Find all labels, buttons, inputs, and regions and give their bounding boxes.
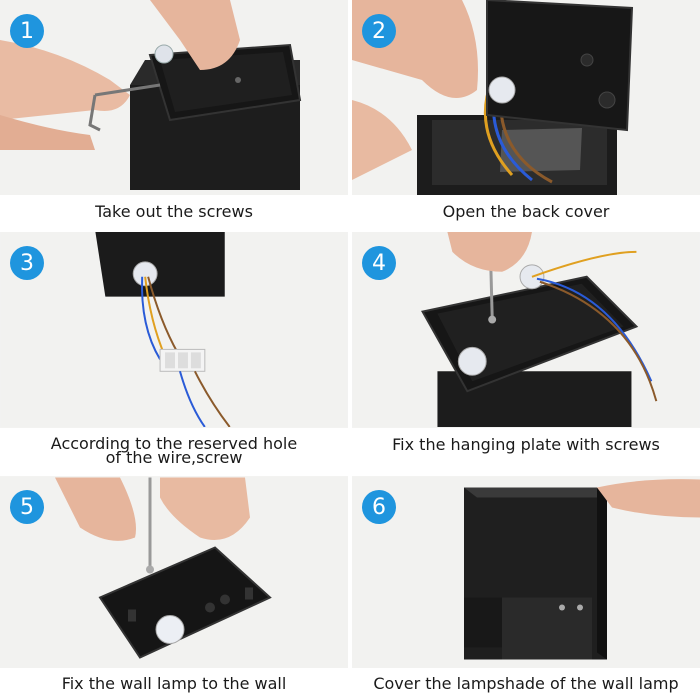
step-1-photo bbox=[0, 0, 348, 195]
step-3-panel: 3 According to the reserved hole of the … bbox=[0, 232, 348, 472]
step-1-panel: 1 Take out the screws bbox=[0, 0, 348, 230]
step-caption: According to the reserved hole of the wi… bbox=[0, 435, 348, 467]
step-2-illustration bbox=[352, 0, 700, 195]
step-caption: Fix the hanging plate with screws bbox=[392, 435, 660, 454]
step-number-badge: 6 bbox=[362, 490, 396, 524]
step-caption: Open the back cover bbox=[442, 202, 610, 221]
step-4-photo bbox=[352, 232, 700, 428]
step-caption: Take out the screws bbox=[95, 202, 253, 221]
step-5-photo bbox=[0, 476, 348, 668]
step-number-badge: 3 bbox=[10, 246, 44, 280]
step-number-badge: 4 bbox=[362, 246, 396, 280]
step-4-illustration bbox=[352, 232, 700, 427]
step-3-photo bbox=[0, 232, 348, 428]
step-caption-line-1: According to the reserved hole bbox=[50, 434, 298, 453]
step-number-badge: 5 bbox=[10, 490, 44, 524]
step-6-panel: 6 Cover the lampshade of the wall lamp bbox=[352, 476, 700, 700]
step-5-panel: 5 Fix the wall lamp to the wall bbox=[0, 476, 348, 700]
step-6-illustration bbox=[352, 477, 700, 668]
step-caption-line-2: of the wire,screw bbox=[105, 448, 243, 467]
step-caption: Cover the lampshade of the wall lamp bbox=[373, 674, 679, 693]
step-caption: Fix the wall lamp to the wall bbox=[61, 674, 287, 693]
step-number-badge: 1 bbox=[10, 14, 44, 48]
step-number-badge: 2 bbox=[362, 14, 396, 48]
step-2-photo bbox=[352, 0, 700, 195]
step-4-panel: 4 Fix the hanging plate with screws bbox=[352, 232, 700, 472]
step-2-panel: 2 Open the back cover bbox=[352, 0, 700, 230]
step-6-photo bbox=[352, 476, 700, 668]
step-5-illustration bbox=[0, 477, 348, 668]
step-3-illustration bbox=[0, 232, 348, 427]
step-1-illustration bbox=[0, 0, 348, 195]
